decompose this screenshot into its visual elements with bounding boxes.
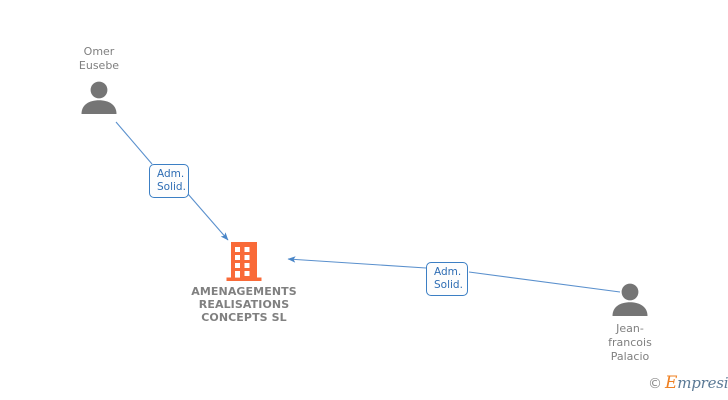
brand-initial: E (665, 373, 678, 393)
edge-label-adm-solid-right[interactable]: Adm. Solid. (426, 262, 468, 296)
watermark: © Empresia (648, 373, 728, 393)
brand-wordmark: Empresia (665, 373, 728, 393)
brand-rest: mpresia (677, 374, 728, 392)
person-icon (570, 282, 690, 316)
copyright-icon: © (648, 375, 662, 392)
person-label-omer-eusebe: Omer Eusebe (78, 45, 120, 72)
edge-line-omer-to-company-lower (187, 193, 229, 241)
person-node-omer-eusebe[interactable]: Omer Eusebe (39, 45, 159, 114)
edge-line-palacio-to-company-left (287, 256, 427, 269)
person-label-jean-francois-palacio: Jean- francois Palacio (608, 322, 652, 363)
edge-line-palacio-to-company-right (468, 271, 621, 293)
company-label: AMENAGEMENTS REALISATIONS CONCEPTS SL (191, 285, 297, 324)
edge-line-omer-to-company-upper (115, 121, 153, 165)
building-icon (178, 240, 310, 282)
person-icon (39, 80, 159, 114)
person-node-jean-francois-palacio[interactable]: Jean- francois Palacio (570, 282, 690, 364)
company-node[interactable]: AMENAGEMENTS REALISATIONS CONCEPTS SL (178, 240, 310, 324)
edge-label-adm-solid-left[interactable]: Adm. Solid. (149, 164, 189, 198)
